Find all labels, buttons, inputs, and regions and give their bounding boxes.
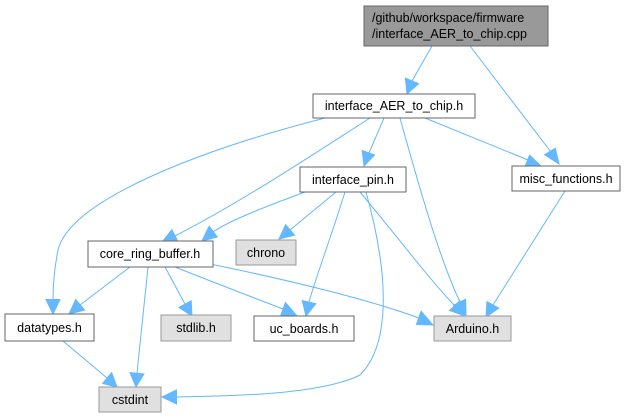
node-stdlib-h[interactable]: stdlib.h <box>160 314 232 342</box>
edge-core-ring-buffer-to-arduino <box>199 261 435 326</box>
edge-root-to-misc-functions <box>469 45 560 166</box>
node-label: datatypes.h <box>17 321 82 335</box>
edge-interface-pin-to-arduino <box>359 191 466 317</box>
node-label: core_ring_buffer.h <box>100 247 201 261</box>
node-label: misc_functions.h <box>519 172 612 186</box>
edge-core-ring-buffer-to-uc-boards <box>174 266 299 317</box>
edge-core-ring-buffer-to-cstdint <box>129 266 149 389</box>
node-core-ring-buffer-h[interactable]: core_ring_buffer.h <box>87 240 214 268</box>
node-label: interface_AER_to_chip.h <box>325 99 463 113</box>
node-label: interface_pin.h <box>312 173 394 187</box>
edge-interface-aer-to-datatypes <box>45 117 326 316</box>
node-datatypes-h[interactable]: datatypes.h <box>4 313 95 342</box>
edge-misc-functions-to-arduino <box>485 190 566 318</box>
edge-core-ring-buffer-to-stdlib <box>164 266 193 317</box>
edge-root-to-interface-aer <box>404 45 433 96</box>
edge-interface-aer-to-misc-functions <box>424 117 543 168</box>
edge-interface-pin-to-uc-boards <box>301 191 346 318</box>
node-uc-boards-h[interactable]: uc_boards.h <box>253 315 355 342</box>
node-interface-pin-h[interactable]: interface_pin.h <box>299 166 407 193</box>
node-label: chrono <box>247 246 285 260</box>
edge-core-ring-buffer-to-datatypes <box>68 266 131 315</box>
node-label: cstdint <box>112 393 149 407</box>
root-path-line2: /interface_AER_to_chip.cpp <box>372 27 527 41</box>
node-interface-aer-to-chip-h[interactable]: interface_AER_to_chip.h <box>312 93 476 119</box>
node-root-file[interactable]: /github/workspace/firmware /interface_AE… <box>363 5 549 47</box>
edge-interface-pin-to-core-ring-buffer <box>201 191 306 242</box>
edge-interface-aer-to-arduino <box>399 117 467 317</box>
node-label: Arduino.h <box>446 322 500 336</box>
node-misc-functions-h[interactable]: misc_functions.h <box>511 165 621 192</box>
node-cstdint[interactable]: cstdint <box>98 386 162 413</box>
root-path-line1: /github/workspace/firmware <box>372 11 524 25</box>
node-arduino-h[interactable]: Arduino.h <box>433 315 512 342</box>
edge-interface-pin-to-cstdint <box>160 191 384 405</box>
node-chrono[interactable]: chrono <box>235 239 297 266</box>
edge-datatypes-to-cstdint <box>62 340 118 388</box>
node-label: stdlib.h <box>176 321 216 335</box>
node-label: uc_boards.h <box>270 322 339 336</box>
edge-interface-aer-to-interface-pin <box>361 117 385 168</box>
edge-interface-pin-to-chrono <box>278 191 337 240</box>
